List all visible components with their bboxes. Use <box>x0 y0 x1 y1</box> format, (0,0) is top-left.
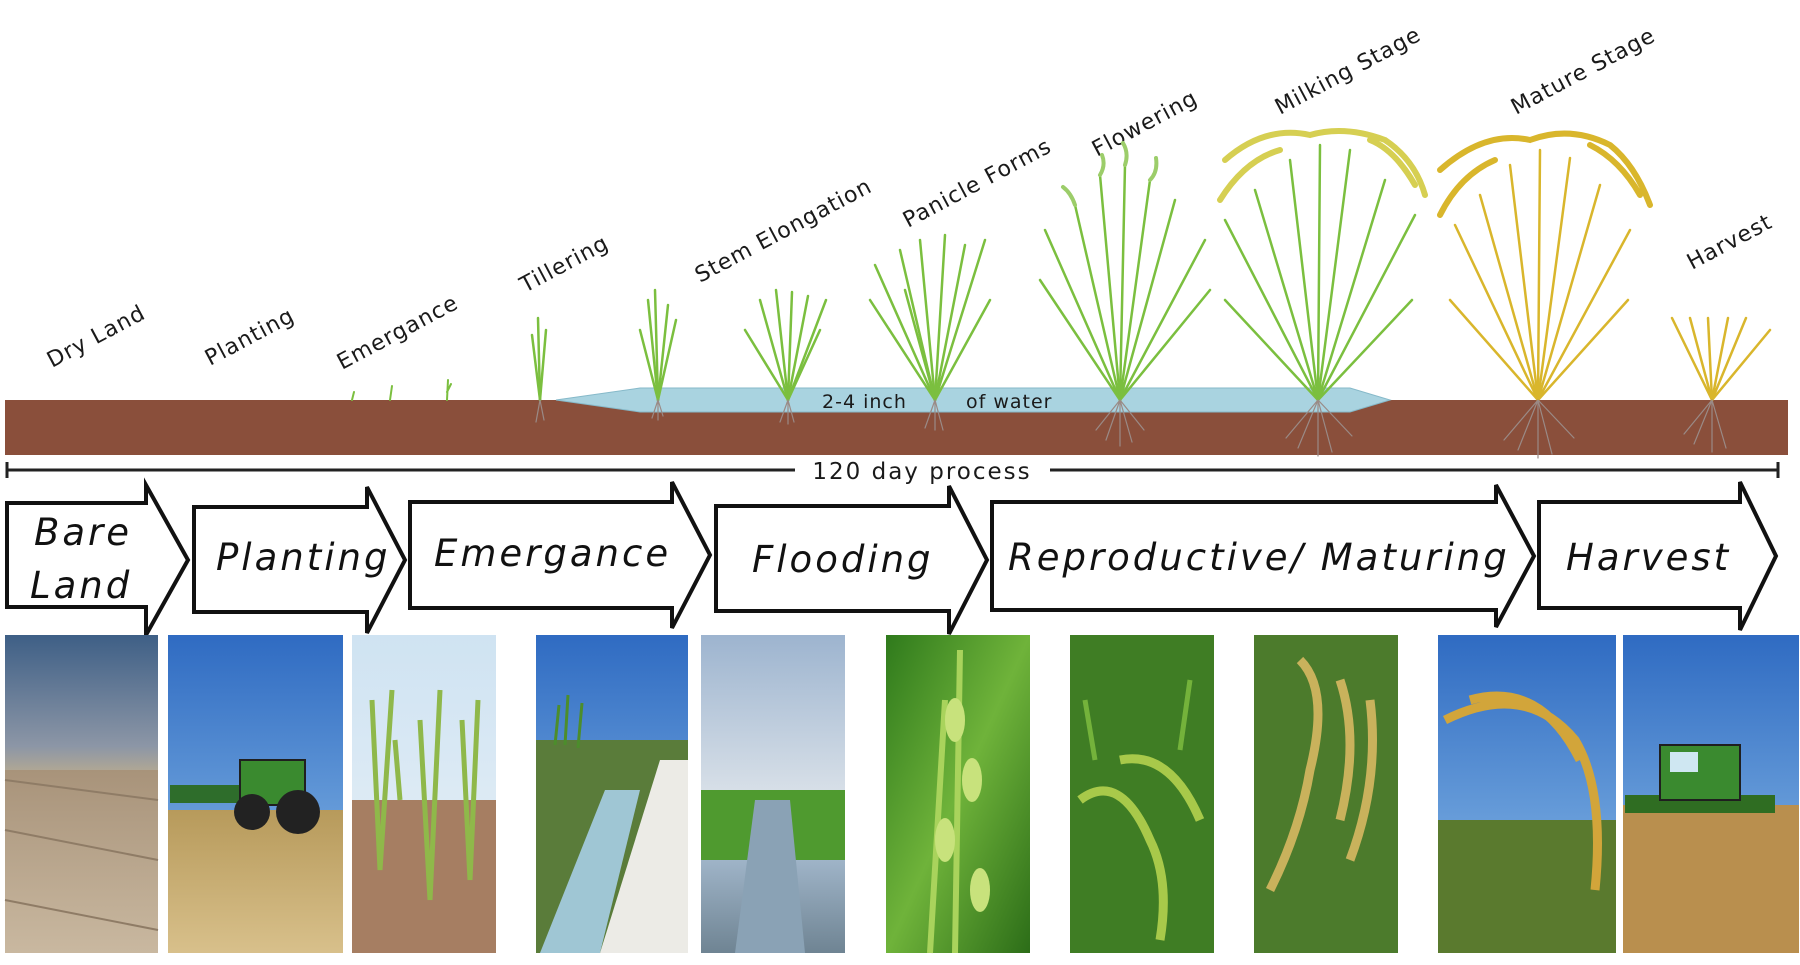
phase-arrow-flooding <box>714 485 990 635</box>
water-unit-label: of water <box>966 391 1053 413</box>
stage-label-milking-stage: Milking Stage <box>1271 22 1425 120</box>
phase-label-bare: Bare <box>34 511 132 554</box>
phase-label-land: Land <box>30 564 132 607</box>
tillering-plant-icon <box>530 316 548 423</box>
water-depth-label: 2-4 inch <box>822 391 907 413</box>
stage-label-flowering: Flowering <box>1088 86 1202 162</box>
stage-label-panicle-forms: Panicle Forms <box>899 134 1056 233</box>
cloudy-sky-bare-field-photo <box>4 635 159 953</box>
mature-panicle-sky-photo <box>1438 635 1616 953</box>
stem-elongation-plant-icon <box>638 288 678 421</box>
timeline: 120 day process <box>5 459 1780 485</box>
tractor-planter-photo <box>168 635 343 953</box>
phase-arrow-bare-land <box>5 477 191 643</box>
combine-harvester-photo <box>1623 635 1799 953</box>
phase-label-planting: Planting <box>216 536 390 579</box>
stage-label-mature-stage: Mature Stage <box>1507 23 1660 120</box>
water-layer <box>555 387 1392 413</box>
phase-arrow-harvest <box>1537 481 1779 631</box>
irrigation-pipe-photo <box>536 635 688 953</box>
stage-label-dry-land: Dry Land <box>43 301 150 374</box>
green-panicles-photo <box>1070 635 1214 953</box>
stage-label-emergance: Emergance <box>333 291 463 376</box>
milking-stage-plant-icon <box>1217 128 1428 457</box>
phase-arrow-emergance <box>408 481 713 629</box>
phase-arrow-reproductive-maturing <box>990 484 1537 628</box>
young-tiller-plant-icon <box>743 288 828 425</box>
timeline-label: 120 day process <box>812 459 1031 485</box>
stage-label-harvest: Harvest <box>1683 210 1777 276</box>
plant-illustrations <box>351 128 1772 459</box>
phase-arrow-planting <box>192 486 408 634</box>
rice-flower-closeup-photo <box>886 635 1030 954</box>
harvest-stubble-icon <box>1670 316 1772 453</box>
mature-stage-plant-icon <box>1437 130 1653 459</box>
flooded-paddy-photo <box>701 635 845 953</box>
phase-label-reproductive-maturing: Reproductive/ Maturing <box>1008 536 1510 579</box>
phase-label-flooding: Flooding <box>752 538 934 581</box>
rice-seedlings-photo <box>352 635 496 953</box>
stage-label-planting: Planting <box>201 303 299 371</box>
panicle-forms-plant-icon <box>868 233 992 431</box>
photo-strip <box>4 635 1799 954</box>
flowering-plant-icon <box>1038 141 1212 447</box>
phase-label-harvest: Harvest <box>1566 536 1731 579</box>
phase-arrows: Bare Land Planting Emergance Flooding Re… <box>5 477 1779 643</box>
phase-label-emergance: Emergance <box>434 532 671 575</box>
milking-grain-photo <box>1254 635 1398 953</box>
stage-label-tillering: Tillering <box>515 231 613 299</box>
sprout-icon <box>351 379 452 401</box>
stage-label-stem-elongation: Stem Elongation <box>691 174 876 288</box>
